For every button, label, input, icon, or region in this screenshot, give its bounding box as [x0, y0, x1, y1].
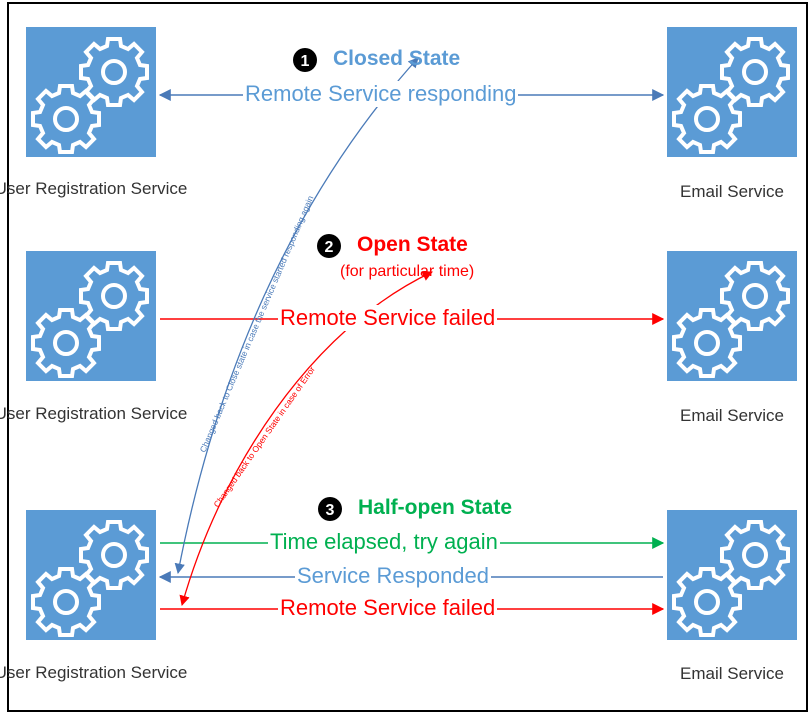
frame-border [7, 2, 808, 712]
open-state-subtitle: (for particular time) [340, 263, 475, 280]
half-open-failed-message: Remote Service failed [278, 595, 498, 621]
half-open-state-title: Half-open State [358, 496, 513, 519]
user-registration-service-label: User Registration Service [0, 404, 188, 423]
gears-icon [672, 261, 790, 378]
email-service-label: Email Service [680, 182, 784, 201]
gears-icon [31, 261, 149, 378]
email-service-label: Email Service [680, 406, 784, 425]
half-open-try-message: Time elapsed, try again [268, 529, 500, 555]
closed-state-message: Remote Service responding [243, 81, 519, 107]
svg-text:2: 2 [325, 239, 334, 256]
gears-icon [672, 520, 790, 637]
gears-icon [672, 37, 790, 154]
user-registration-service-box [26, 510, 156, 640]
half-open-responded-message: Service Responded [295, 563, 492, 589]
user-registration-service-label: User Registration Service [0, 663, 188, 682]
email-service-label: Email Service [680, 664, 784, 683]
user-registration-service-box [26, 251, 156, 381]
email-service-box [667, 27, 797, 157]
gears-icon [31, 520, 149, 637]
gears-icon [31, 37, 149, 154]
open-state-title: Open State [357, 233, 468, 256]
user-registration-service-box [26, 27, 156, 157]
half-open-state-badge: 3 [318, 497, 342, 521]
svg-text:3: 3 [326, 502, 335, 519]
open-state-badge: 2 [317, 234, 341, 258]
svg-text:1: 1 [301, 53, 310, 70]
email-service-box [667, 510, 797, 640]
transition-to-open-arrow [179, 271, 433, 607]
closed-state-title: Closed State [333, 47, 461, 70]
open-state-message: Remote Service failed [278, 305, 498, 331]
user-registration-service-label: User Registration Service [0, 179, 188, 198]
closed-state-badge: 1 [293, 48, 317, 72]
email-service-box [667, 251, 797, 381]
